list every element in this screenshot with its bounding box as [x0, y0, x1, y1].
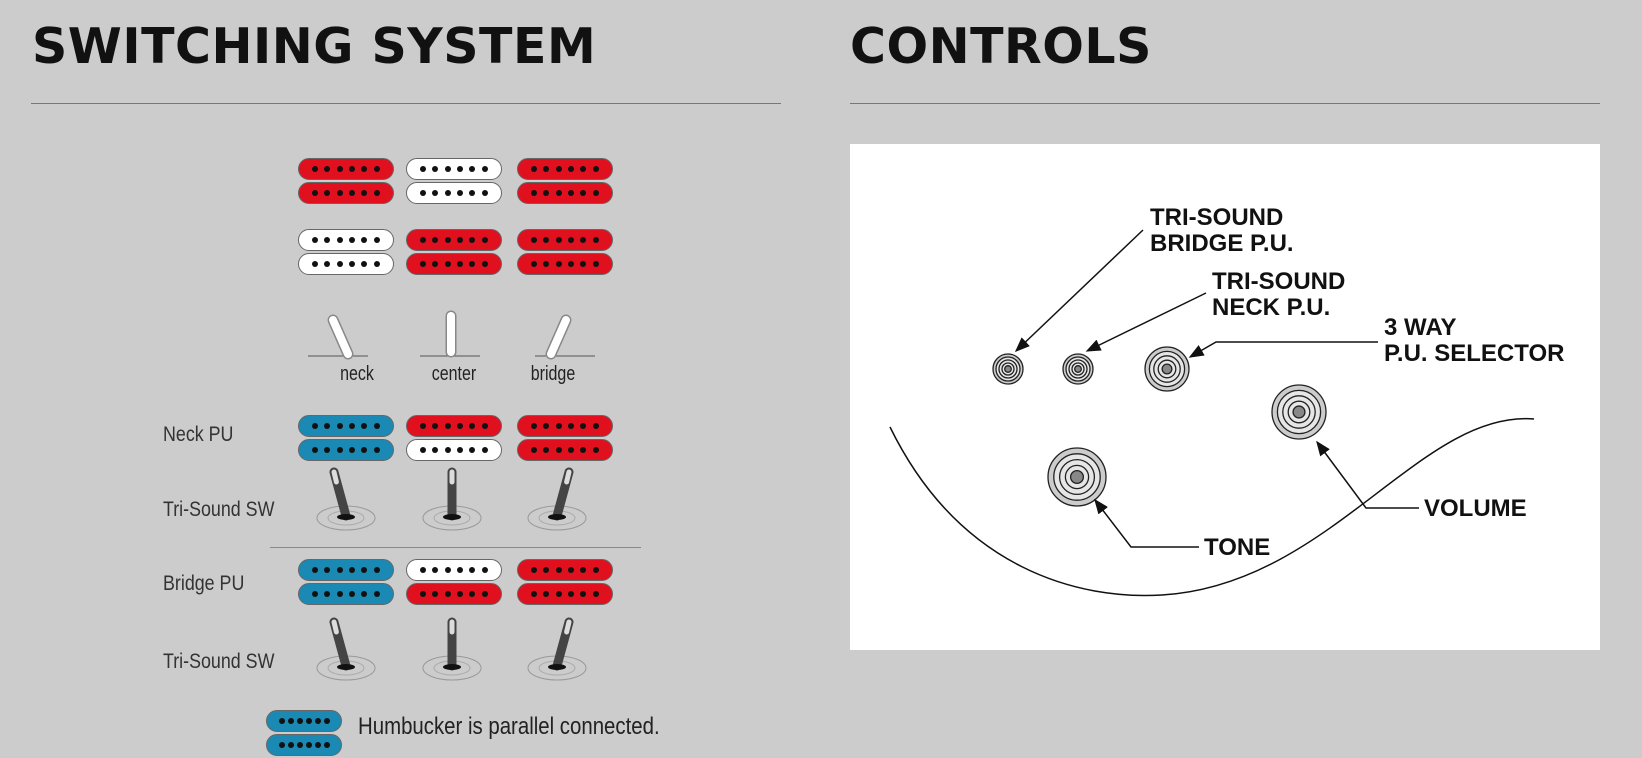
humbucker-pickup — [298, 415, 394, 463]
tri-sound-sw-label: Tri-Sound SW — [163, 498, 275, 521]
pickup-coil — [406, 559, 502, 581]
pickup-coil — [298, 182, 394, 204]
divider — [31, 103, 781, 104]
controls-diagram — [850, 144, 1600, 650]
section-divider — [270, 547, 641, 548]
selector-label: P.U. SELECTOR — [1384, 340, 1565, 367]
humbucker-pickup — [517, 158, 613, 206]
pickup-coil — [517, 559, 613, 581]
pickup-coil — [406, 182, 502, 204]
pickup-coil — [298, 559, 394, 581]
tri-sound-bridge-label: BRIDGE P.U. — [1150, 230, 1294, 257]
arrow-volume — [1316, 440, 1419, 509]
selector-switch-neck — [308, 314, 368, 360]
pickup-coil — [517, 182, 613, 204]
selector-knob — [1144, 346, 1190, 392]
humbucker-pickup — [517, 229, 613, 277]
humbucker-pickup — [517, 415, 613, 463]
arrow-tone — [1094, 498, 1199, 548]
arrow-neck — [1085, 292, 1207, 352]
arrow-bridge — [1014, 229, 1144, 353]
tone-knob — [1047, 447, 1107, 507]
humbucker-pickup — [406, 158, 502, 206]
pickup-coil — [298, 229, 394, 251]
legend-text: Humbucker is parallel connected. — [358, 713, 660, 740]
tri-sound-neck-knob — [1062, 353, 1094, 385]
position-bridge-label: bridge — [530, 363, 576, 385]
selector-switch-bridge — [535, 314, 595, 360]
volume-label: VOLUME — [1424, 495, 1527, 522]
pickup-coil — [298, 158, 394, 180]
pickup-coil — [298, 253, 394, 275]
humbucker-pickup — [406, 415, 502, 463]
pickup-coil — [517, 439, 613, 461]
pickup-coil — [266, 734, 342, 756]
selector-switch-center — [420, 310, 480, 358]
pickup-coil — [517, 158, 613, 180]
pickup-coil — [406, 229, 502, 251]
humbucker-pickup — [517, 559, 613, 607]
volume-knob — [1271, 384, 1327, 440]
humbucker-pickup — [298, 559, 394, 607]
tone-label: TONE — [1204, 534, 1270, 561]
position-center-label: center — [431, 363, 477, 385]
tri-sound-toggle — [527, 617, 587, 681]
controls-heading: CONTROLS — [850, 18, 1152, 75]
pickup-coil — [517, 229, 613, 251]
neck-pu-label: Neck PU — [163, 423, 234, 446]
pickup-coil — [298, 439, 394, 461]
pickup-coil — [406, 158, 502, 180]
selector-label: 3 WAY — [1384, 314, 1456, 341]
position-neck-label: neck — [340, 363, 374, 385]
humbucker-pickup — [406, 559, 502, 607]
humbucker-pickup — [406, 229, 502, 277]
tri-sound-bridge-label: TRI-SOUND — [1150, 204, 1283, 231]
pickup-coil — [298, 415, 394, 437]
bridge-pu-label: Bridge PU — [163, 572, 245, 595]
pickup-coil — [406, 583, 502, 605]
pickup-coil — [517, 583, 613, 605]
switching-system-heading: SWITCHING SYSTEM — [32, 18, 597, 75]
tri-sound-sw-label: Tri-Sound SW — [163, 650, 275, 673]
pickup-coil — [298, 583, 394, 605]
tri-sound-toggle — [422, 617, 482, 681]
pickup-coil — [517, 415, 613, 437]
tri-sound-neck-label: TRI-SOUND — [1212, 268, 1345, 295]
pickup-coil — [266, 710, 342, 732]
guitar-body-outline — [889, 418, 1535, 597]
humbucker-pickup — [266, 710, 342, 758]
tri-sound-toggle — [422, 467, 482, 531]
arrow-selector — [1188, 341, 1378, 358]
pickup-coil — [406, 415, 502, 437]
humbucker-pickup — [298, 158, 394, 206]
divider — [850, 103, 1600, 104]
humbucker-pickup — [298, 229, 394, 277]
tri-sound-toggle — [316, 617, 376, 681]
tri-sound-bridge-knob — [992, 353, 1024, 385]
pickup-coil — [406, 439, 502, 461]
pickup-coil — [517, 253, 613, 275]
tri-sound-neck-label: NECK P.U. — [1212, 294, 1330, 321]
tri-sound-toggle — [316, 467, 376, 531]
pickup-coil — [406, 253, 502, 275]
tri-sound-toggle — [527, 467, 587, 531]
